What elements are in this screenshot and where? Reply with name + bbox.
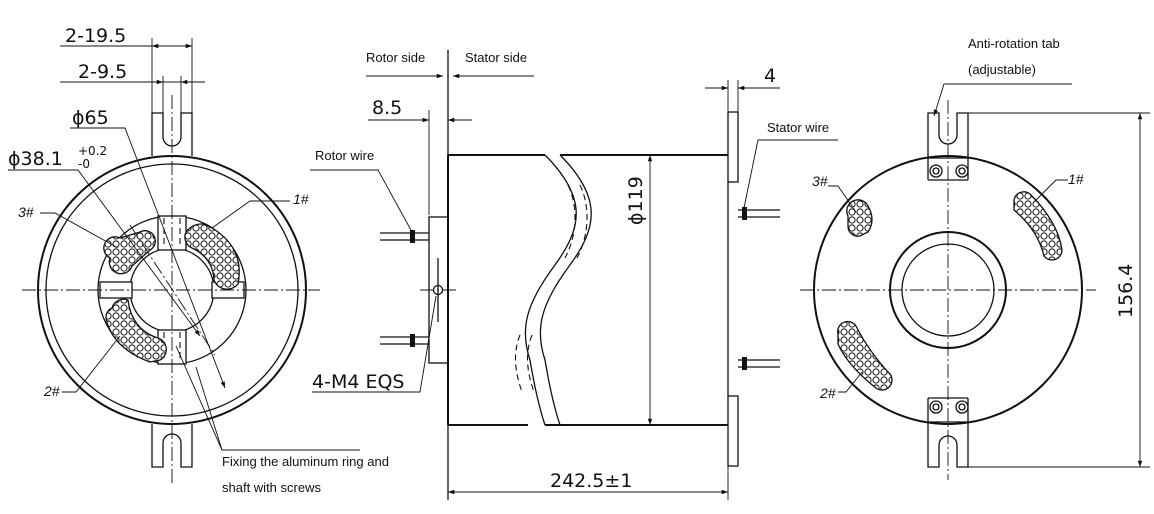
dim-screw-spec: 4-M4 EQS: [312, 371, 405, 393]
label-fixing-line2: shaft with screws: [222, 480, 321, 495]
left-end-view: 2-19.5 2-9.5 ϕ65 ϕ38.1 +0.2 -0 1# 3# 2# …: [8, 25, 389, 495]
dim-overall-height: 156.4: [1115, 264, 1137, 318]
channel-2-slot-right: [837, 320, 893, 391]
dim-rotor-flange-offset: 8.5: [372, 97, 402, 119]
right-end-view: 1# 3# 2# Anti-rotation tab (adjustable) …: [800, 36, 1150, 480]
stator-flange-bottom: [727, 395, 739, 467]
label-stator-wire: Stator wire: [767, 120, 829, 135]
label-anti-rotation-line1: Anti-rotation tab: [968, 36, 1060, 51]
channel-1-slot-right: [1013, 191, 1063, 261]
label-ch3-left: 3#: [18, 204, 34, 220]
label-ch2-right: 2#: [819, 385, 836, 401]
label-stator-side: Stator side: [465, 50, 527, 65]
dim-bore-tol-lower: -0: [78, 157, 90, 171]
dim-outer-diameter: ϕ65: [72, 107, 109, 129]
main-body: [447, 154, 728, 426]
channel-1-slot-left: [184, 223, 240, 290]
stator-flange-top: [727, 111, 739, 183]
stator-wires-bottom: [738, 357, 780, 370]
dim-bore-diameter: ϕ38.1: [8, 148, 63, 170]
label-ch1-left: 1#: [293, 191, 309, 207]
label-anti-rotation-line2: (adjustable): [968, 62, 1036, 77]
stator-wires-top: [738, 207, 780, 220]
channel-2-slot-left: [105, 298, 167, 363]
label-fixing-line1: Fixing the aluminum ring and: [222, 454, 389, 469]
label-rotor-wire: Rotor wire: [315, 148, 374, 163]
label-ch3-right: 3#: [812, 173, 828, 189]
rotor-wires-top: [380, 230, 429, 243]
label-rotor-side: Rotor side: [366, 50, 425, 65]
rotor-wires-bottom: [380, 334, 429, 347]
dim-tab-slot-outer: 2-19.5: [65, 25, 126, 47]
dim-body-diameter: ϕ119: [625, 176, 647, 225]
channel-3-slot-right: [846, 199, 873, 237]
dim-stator-flange-thickness: 4: [764, 65, 776, 87]
side-view: Rotor side Stator side 8.5 4 ϕ119: [310, 50, 838, 500]
label-ch2-left: 2#: [43, 383, 60, 399]
label-ch1-right: 1#: [1068, 171, 1084, 187]
dim-tab-slot-inner: 2-9.5: [78, 61, 127, 83]
dim-bore-tol-upper: +0.2: [78, 144, 107, 158]
channel-3-slot-left: [103, 230, 156, 275]
dim-total-length: 242.5±1: [550, 470, 632, 492]
